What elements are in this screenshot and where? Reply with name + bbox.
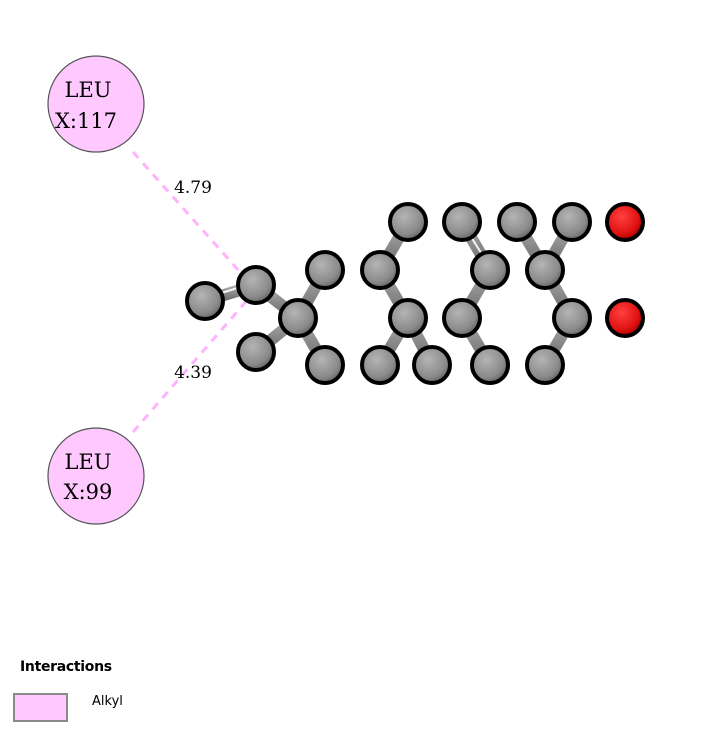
residue-name: LEU: [65, 450, 112, 474]
distance-label-2: 4.39: [174, 363, 212, 383]
residue-leu117: LEU X:117: [47, 55, 145, 153]
residue-leu99: LEU X:99: [47, 427, 145, 525]
interaction-line-leu99: [131, 289, 258, 433]
residue-name: LEU: [65, 78, 112, 102]
legend-label-alkyl: Alkyl: [92, 694, 123, 709]
legend-swatch-alkyl: [13, 693, 68, 722]
residue-id: X:99: [64, 480, 113, 504]
residue-id: X:117: [55, 109, 117, 133]
interaction-line-leu117: [131, 151, 258, 291]
legend-title: Interactions: [20, 659, 112, 675]
ligand-oxygen-atoms: [605, 202, 645, 338]
ligand-carbon-atoms: [185, 202, 592, 385]
distance-label-1: 4.79: [174, 178, 212, 198]
